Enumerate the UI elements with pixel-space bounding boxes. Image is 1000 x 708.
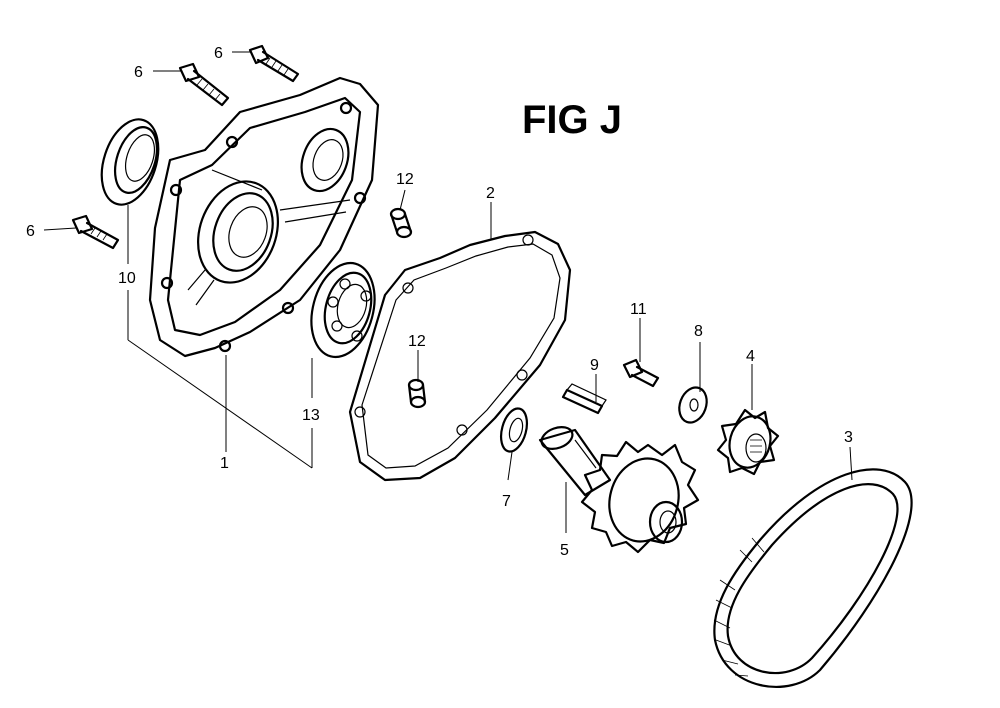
callout-6-left: 6 [26,223,35,240]
callout-1: 1 [220,455,229,472]
callout-6-top-left: 6 [134,64,143,81]
ball-bearing [310,261,376,359]
leader-lines [43,51,853,533]
dowel-pin-lower [407,378,427,409]
callout-9: 9 [590,357,599,374]
callout-12-lower: 12 [408,333,426,350]
washer [678,386,708,424]
callout-5: 5 [560,542,569,559]
callout-10: 10 [118,270,136,287]
callout-7: 7 [502,493,511,510]
drive-sprocket [716,408,780,476]
gasket [348,230,572,482]
thrust-washer [499,407,529,453]
callout-4: 4 [746,348,755,365]
callout-6-top-right: 6 [214,45,223,62]
oil-seal [100,118,160,206]
drive-chain [713,468,913,688]
callout-13: 13 [302,407,320,424]
callout-2: 2 [486,185,495,202]
figure-title: FIG J [522,98,622,142]
dowel-pin-upper [389,207,413,239]
case-cover [148,76,380,358]
bolt-top-right [248,44,300,83]
sprocket-shaft [538,426,700,554]
woodruff-key [561,383,607,415]
callout-3: 3 [844,429,853,446]
flange-bolt [622,358,660,388]
bolt-top-left [178,62,230,107]
callout-12-upper: 12 [396,171,414,188]
callout-11: 11 [630,301,647,318]
bolt-left [71,214,120,250]
callout-8: 8 [694,323,703,340]
